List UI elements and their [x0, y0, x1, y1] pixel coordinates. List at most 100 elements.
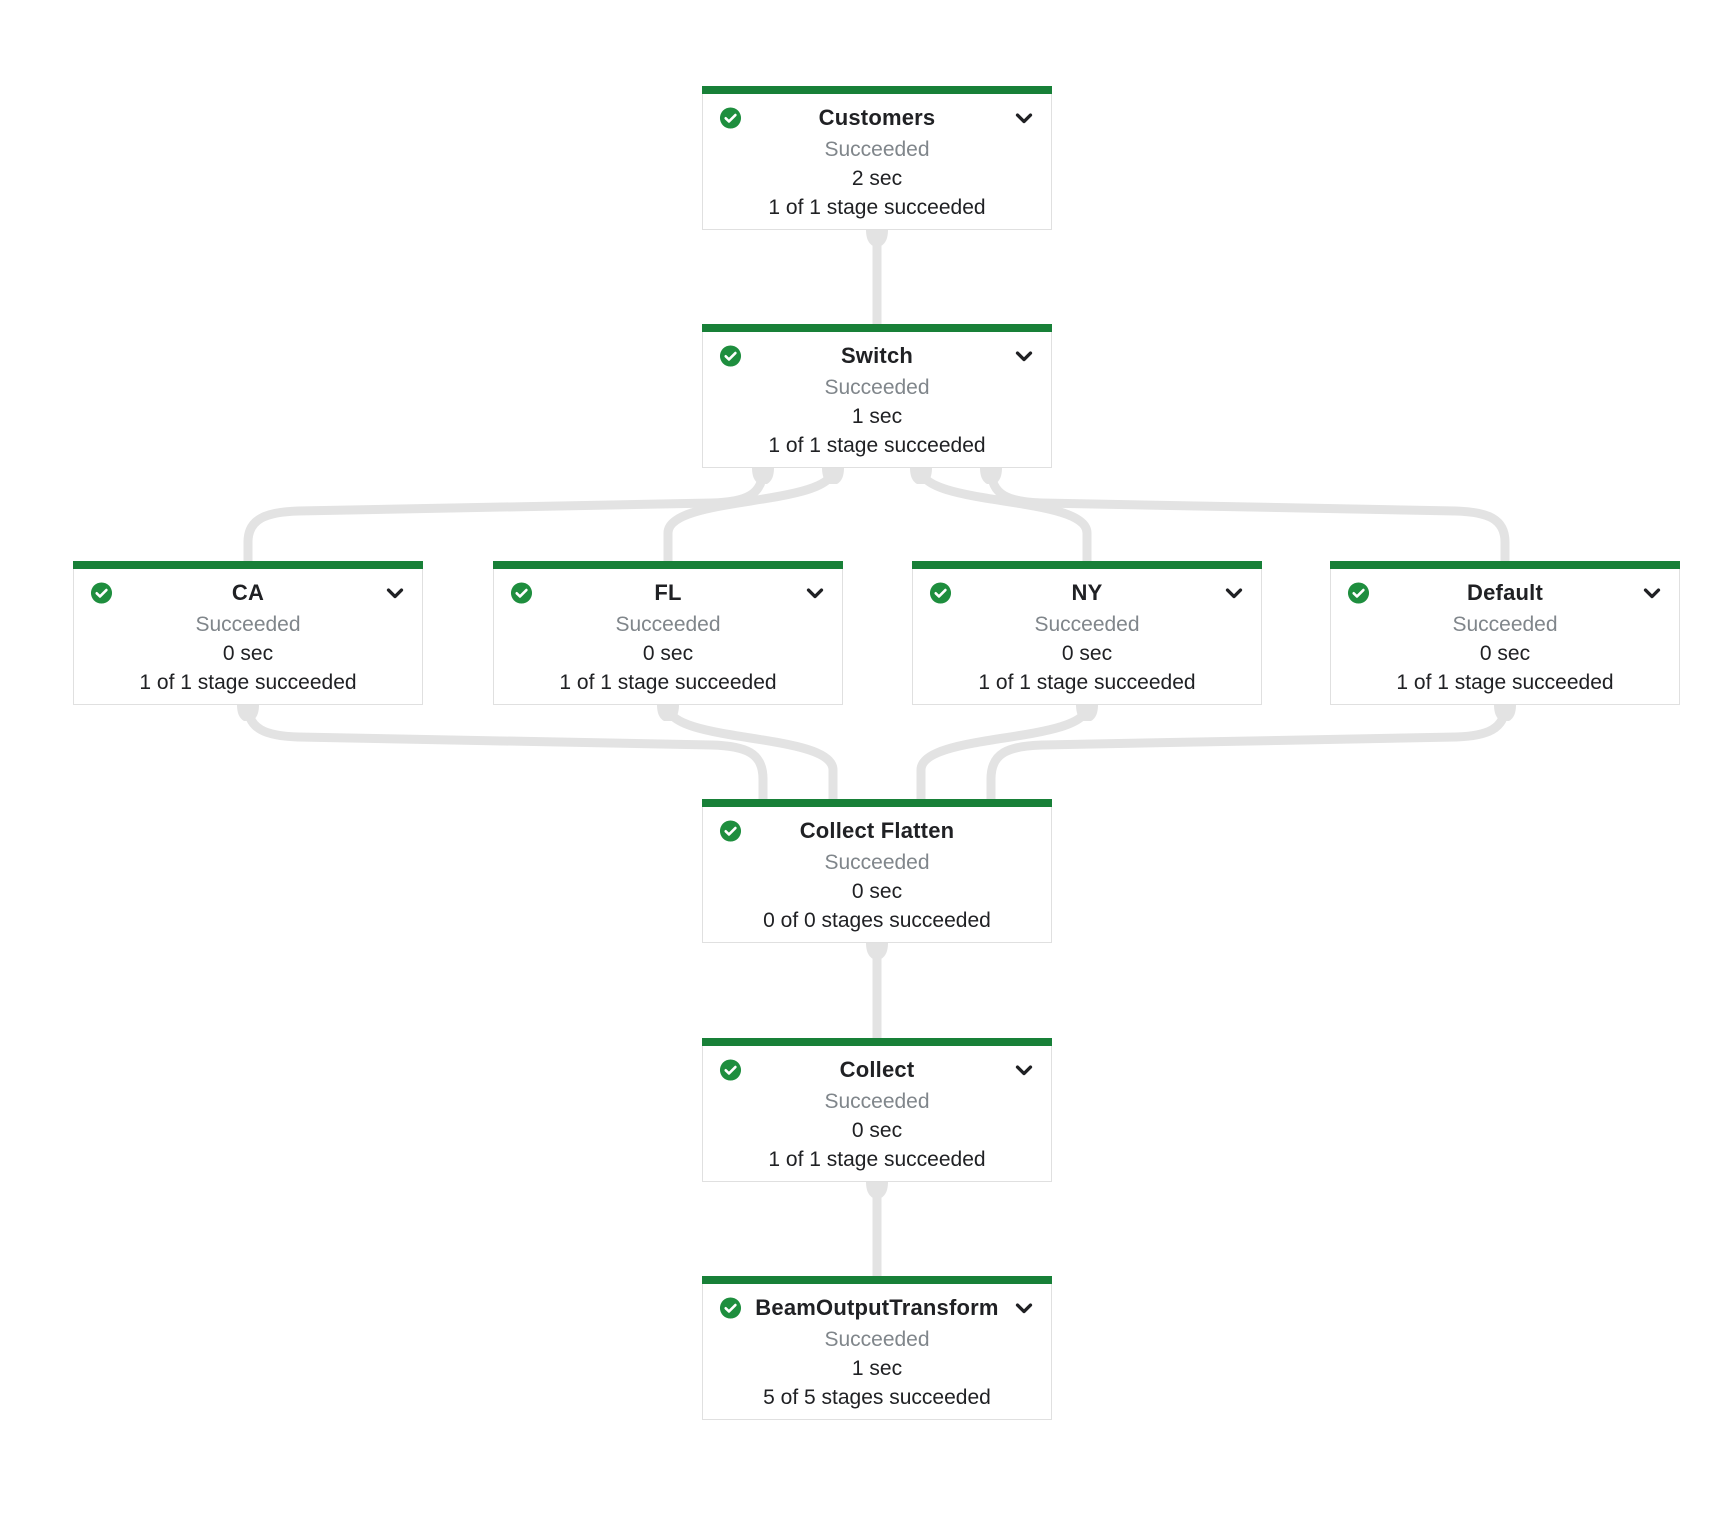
node-header: BeamOutputTransform [703, 1291, 1051, 1325]
chevron-down-icon[interactable] [1639, 580, 1665, 606]
node-title: FL [654, 580, 682, 605]
edge-start-taper [1494, 705, 1516, 721]
node-header: Customers [703, 101, 1051, 135]
node-status: Succeeded [824, 1328, 930, 1351]
edge-start-taper [237, 705, 259, 721]
node-status: Succeeded [824, 376, 930, 399]
pipeline-node-customers[interactable]: Customers Succeeded 2 sec 1 of 1 stage s… [702, 86, 1052, 230]
node-stages: 1 of 1 stage succeeded [768, 1148, 986, 1171]
status-bar [702, 799, 1052, 807]
edge-ca-collect-flatten [243, 705, 768, 801]
node-status: Succeeded [1452, 613, 1558, 636]
node-stages: 1 of 1 stage succeeded [978, 671, 1196, 694]
edge-start-taper [866, 230, 888, 246]
node-stages: 0 of 0 stages succeeded [763, 909, 991, 932]
node-stages: 1 of 1 stage succeeded [768, 434, 986, 457]
status-bar [493, 561, 843, 569]
node-header: FL [494, 576, 842, 610]
pipeline-node-beam-output-transform[interactable]: BeamOutputTransform Succeeded 1 sec 5 of… [702, 1276, 1052, 1420]
chevron-down-icon[interactable] [1221, 580, 1247, 606]
node-status: Succeeded [195, 613, 301, 636]
pipeline-node-ca[interactable]: CA Succeeded 0 sec 1 of 1 stage succeede… [73, 561, 423, 705]
chevron-down-icon[interactable] [1011, 1295, 1037, 1321]
node-status: Succeeded [824, 851, 930, 874]
pipeline-node-collect[interactable]: Collect Succeeded 0 sec 1 of 1 stage suc… [702, 1038, 1052, 1182]
edge-start-taper [866, 1182, 888, 1198]
node-title: Customers [818, 105, 936, 130]
node-status: Succeeded [824, 138, 930, 161]
chevron-down-icon[interactable] [382, 580, 408, 606]
node-header: Default [1331, 576, 1679, 610]
node-stages: 1 of 1 stage succeeded [559, 671, 777, 694]
edge-start-taper [866, 943, 888, 959]
status-bar [702, 324, 1052, 332]
chevron-down-icon[interactable] [1011, 343, 1037, 369]
edge-switch-ca [243, 468, 768, 563]
chevron-down-icon[interactable] [1011, 105, 1037, 131]
pipeline-node-default[interactable]: Default Succeeded 0 sec 1 of 1 stage suc… [1330, 561, 1680, 705]
edge-start-taper [657, 705, 679, 721]
node-duration: 2 sec [851, 167, 903, 190]
node-duration: 0 sec [1479, 642, 1531, 665]
pipeline-node-switch[interactable]: Switch Succeeded 1 sec 1 of 1 stage succ… [702, 324, 1052, 468]
node-title: Switch [840, 343, 914, 368]
node-duration: 0 sec [222, 642, 274, 665]
edge-start-taper [822, 468, 844, 484]
pipeline-node-ny[interactable]: NY Succeeded 0 sec 1 of 1 stage succeede… [912, 561, 1262, 705]
node-status: Succeeded [615, 613, 721, 636]
edge-ny-collect-flatten [916, 704, 1092, 801]
pipeline-node-collect-flatten[interactable]: Collect Flatten Succeeded 0 sec 0 of 0 s… [702, 799, 1052, 943]
check-circle-icon [719, 1059, 742, 1082]
chevron-down-icon[interactable] [1011, 1057, 1037, 1083]
node-title: Collect Flatten [799, 818, 955, 843]
node-duration: 0 sec [851, 880, 903, 903]
node-stages: 1 of 1 stage succeeded [768, 196, 986, 219]
check-circle-icon [90, 582, 113, 605]
node-status: Succeeded [1034, 613, 1140, 636]
edge-fl-collect-flatten [663, 704, 838, 801]
edge-start-taper [1076, 705, 1098, 721]
node-header: CA [74, 576, 422, 610]
status-bar [702, 86, 1052, 94]
check-circle-icon [510, 582, 533, 605]
check-circle-icon [719, 107, 742, 130]
node-title: CA [231, 580, 265, 605]
edge-switch-fl [663, 467, 838, 563]
node-duration: 0 sec [851, 1119, 903, 1142]
status-bar [1330, 561, 1680, 569]
node-stages: 5 of 5 stages succeeded [763, 1386, 991, 1409]
edge-start-taper [980, 468, 1002, 484]
node-duration: 1 sec [851, 405, 903, 428]
node-title: Collect [839, 1057, 915, 1082]
check-circle-icon [719, 1297, 742, 1320]
check-circle-icon [929, 582, 952, 605]
status-bar [702, 1276, 1052, 1284]
edge-switch-default [986, 468, 1510, 563]
status-bar [912, 561, 1262, 569]
node-title: Default [1467, 580, 1543, 605]
edge-start-taper [752, 468, 774, 484]
node-stages: 1 of 1 stage succeeded [1396, 671, 1614, 694]
node-duration: 0 sec [642, 642, 694, 665]
status-bar [73, 561, 423, 569]
edge-default-collect-flatten [986, 705, 1510, 801]
node-title: NY [1071, 580, 1103, 605]
check-circle-icon [719, 820, 742, 843]
chevron-down-icon[interactable] [802, 580, 828, 606]
node-title: BeamOutputTransform [755, 1295, 999, 1320]
pipeline-node-fl[interactable]: FL Succeeded 0 sec 1 of 1 stage succeede… [493, 561, 843, 705]
check-circle-icon [719, 345, 742, 368]
node-header: Switch [703, 339, 1051, 373]
node-header: NY [913, 576, 1261, 610]
node-status: Succeeded [824, 1090, 930, 1113]
edge-start-taper [910, 468, 932, 484]
check-circle-icon [1347, 582, 1370, 605]
node-stages: 1 of 1 stage succeeded [139, 671, 357, 694]
status-bar [702, 1038, 1052, 1046]
node-header: Collect [703, 1053, 1051, 1087]
node-duration: 1 sec [851, 1357, 903, 1380]
edge-switch-ny [916, 467, 1092, 563]
node-duration: 0 sec [1061, 642, 1113, 665]
